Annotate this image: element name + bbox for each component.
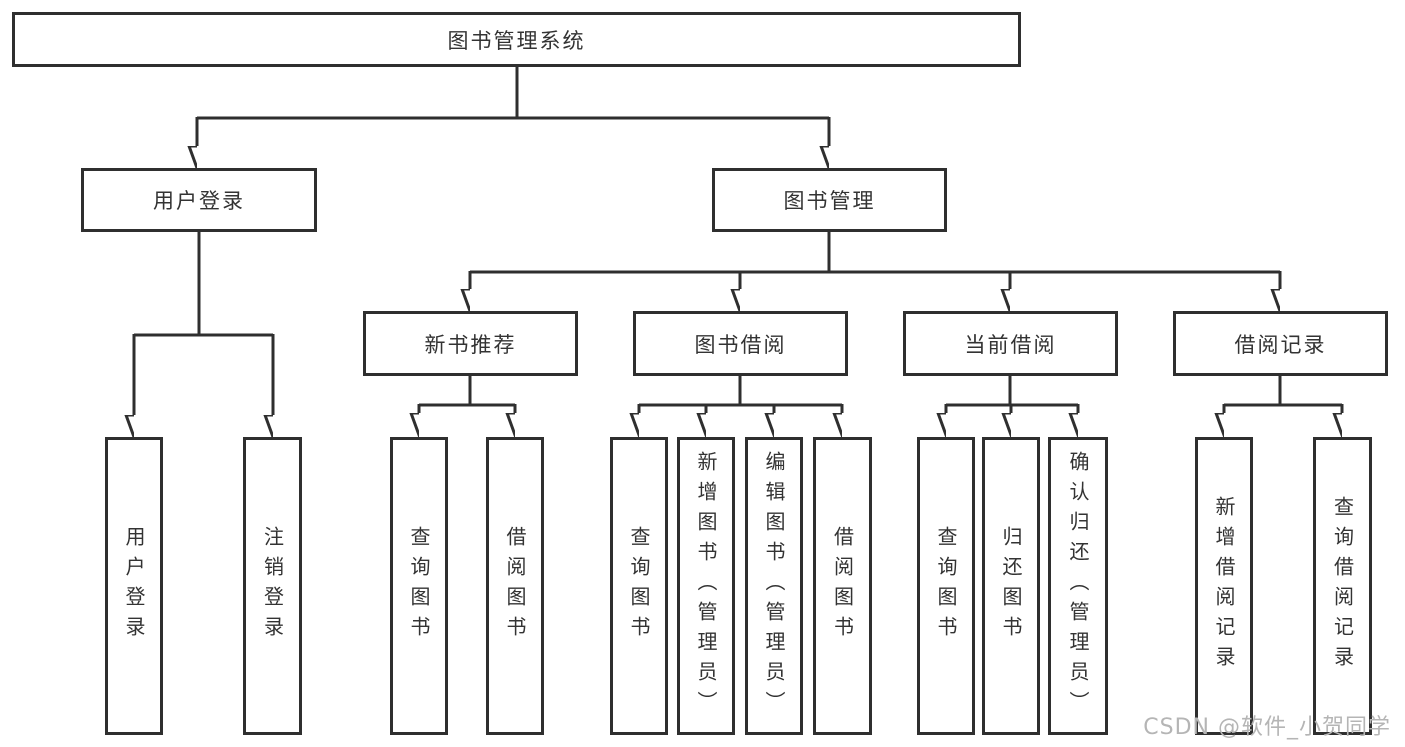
node-borrow-label: 图书借阅 — [694, 332, 787, 357]
node-rc-query-label: 查询借阅记录 — [1330, 496, 1355, 676]
csdn-watermark: CSDN @软件_小贺同学 — [1143, 715, 1391, 740]
node-new-books-label: 新书推荐 — [424, 332, 517, 357]
node-book-mgmt: 图书管理 — [712, 168, 947, 232]
node-cu-query-label: 查询图书 — [934, 526, 958, 646]
node-nb-borrow: 借阅图书 — [486, 437, 544, 735]
node-cu-return: 归还图书 — [982, 437, 1040, 735]
connector-new-books-children — [419, 375, 515, 407]
connector-records-children — [1224, 375, 1342, 407]
node-nb-query: 查询图书 — [390, 437, 448, 735]
node-cu-query: 查询图书 — [917, 437, 975, 735]
node-bw-borrow-label: 借阅图书 — [830, 526, 855, 646]
node-user-login-label: 用户登录 — [153, 189, 245, 213]
node-bw-borrow: 借阅图书 — [813, 437, 872, 735]
node-new-books: 新书推荐 — [363, 311, 578, 376]
node-bw-edit: 编辑图书（管理员） — [745, 437, 803, 735]
node-root-label: 图书管理系统 — [447, 28, 586, 53]
node-rc-add-label: 新增借阅记录 — [1212, 496, 1236, 676]
node-leaf-logout: 注销登录 — [243, 437, 302, 735]
node-root: 图书管理系统 — [12, 12, 1021, 67]
connector-user-login-children — [134, 231, 273, 337]
node-current: 当前借阅 — [903, 311, 1118, 376]
node-leaf-login: 用户登录 — [105, 437, 163, 735]
node-cu-confirm-label: 确认归还（管理员） — [1066, 451, 1090, 721]
node-book-mgmt-label: 图书管理 — [783, 189, 876, 213]
node-records-label: 借阅记录 — [1234, 332, 1327, 357]
node-nb-query-label: 查询图书 — [407, 526, 431, 646]
node-rc-add: 新增借阅记录 — [1195, 437, 1253, 735]
node-bw-edit-label: 编辑图书（管理员） — [762, 451, 786, 721]
node-borrow: 图书借阅 — [633, 311, 848, 376]
node-user-login: 用户登录 — [81, 168, 317, 232]
node-bw-query-label: 查询图书 — [627, 526, 651, 646]
node-cu-confirm: 确认归还（管理员） — [1048, 437, 1108, 735]
node-bw-query: 查询图书 — [610, 437, 668, 735]
node-bw-add-label: 新增图书（管理员） — [694, 451, 718, 721]
connector-borrow-children — [639, 375, 842, 407]
node-records: 借阅记录 — [1173, 311, 1388, 376]
node-rc-query: 查询借阅记录 — [1313, 437, 1372, 735]
node-bw-add: 新增图书（管理员） — [677, 437, 735, 735]
node-leaf-logout-label: 注销登录 — [260, 526, 285, 646]
node-current-label: 当前借阅 — [964, 332, 1057, 357]
connector-current-children — [946, 375, 1078, 407]
connector-root-to-level2 — [197, 67, 829, 120]
connector-book-mgmt-children — [470, 231, 1280, 274]
node-nb-borrow-label: 借阅图书 — [503, 526, 527, 646]
node-cu-return-label: 归还图书 — [999, 526, 1023, 646]
node-leaf-login-label: 用户登录 — [122, 526, 146, 646]
